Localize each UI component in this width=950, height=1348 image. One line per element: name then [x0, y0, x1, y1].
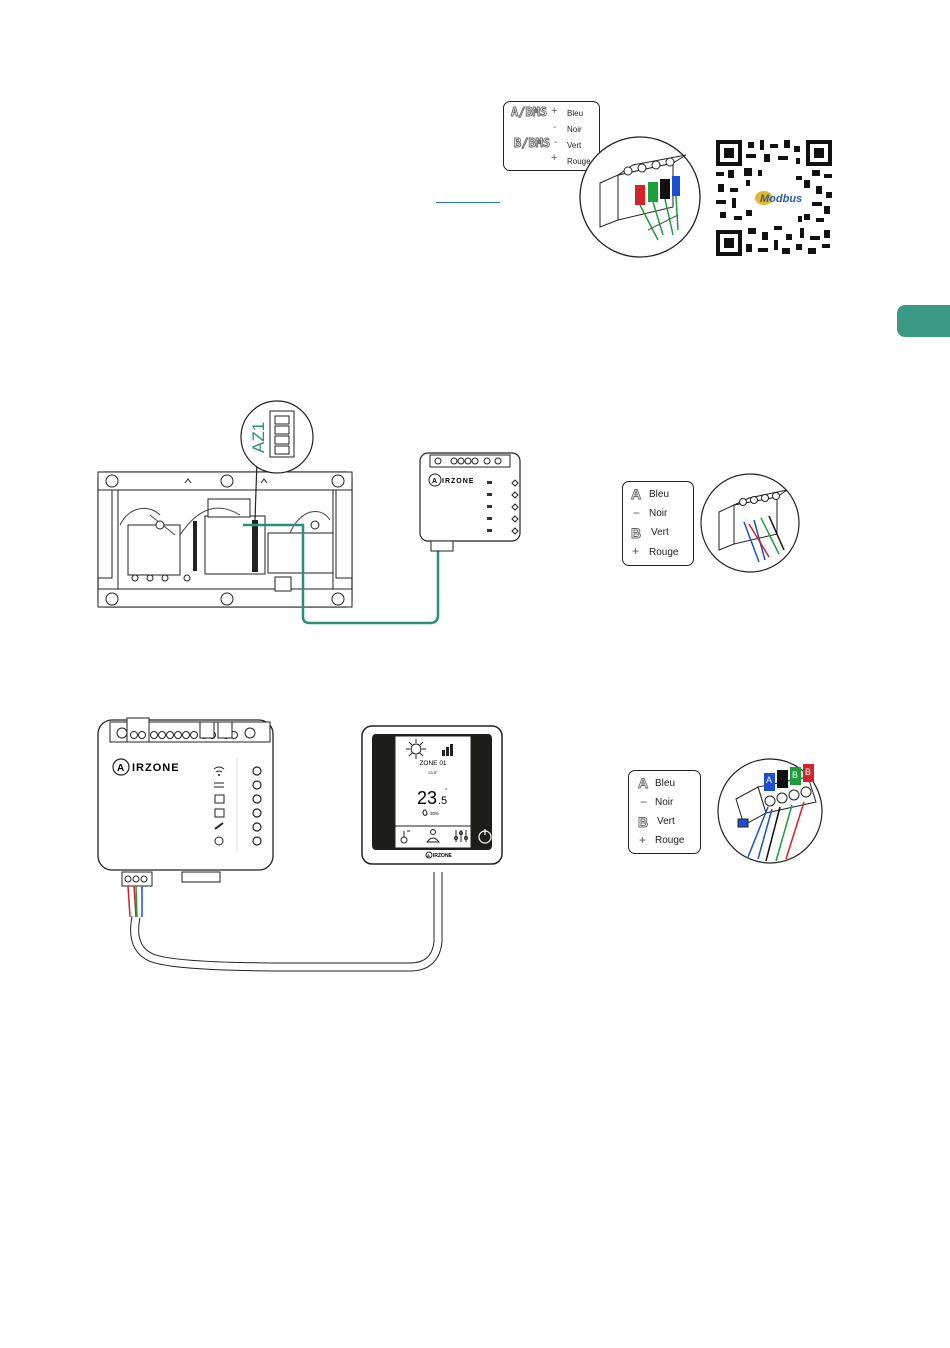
legend-top-label-2: Noir — [567, 125, 582, 134]
qr-code[interactable]: Modbus — [716, 140, 832, 256]
temp-decimal: .5 — [438, 795, 447, 807]
wiring-diagram-az1: AZ1 A IRZONE — [90, 395, 550, 635]
plus-sign: + — [551, 105, 557, 117]
thermostat-brand: IRZONE — [433, 853, 453, 859]
plus-sign-2: + — [551, 152, 557, 164]
link-underline[interactable] — [436, 202, 500, 203]
terminal-label-1: A — [766, 775, 772, 785]
legend-bottom-label-2: Noir — [655, 797, 673, 808]
symbol-plus: + — [632, 544, 639, 558]
symbol-minus-2: − — [640, 795, 647, 809]
legend-mid-label-1: Bleu — [649, 489, 669, 500]
symbol-minus: − — [633, 506, 640, 520]
qr-logo-text: Modbus — [760, 193, 802, 205]
gateway-2-brand: IRZONE — [132, 762, 180, 774]
section-tab[interactable] — [897, 305, 950, 337]
minus-sign-2: - — [554, 137, 557, 148]
connector-detail-bottom: A B B — [708, 757, 833, 867]
svg-text:A: A — [427, 853, 430, 858]
connector-detail-top — [578, 135, 702, 259]
terminal-label-3: B — [805, 767, 811, 777]
humidity-value: 30% — [430, 811, 439, 816]
wiring-diagram-thermostat: A IRZONE ZONE 01 23.5° 23 .5 ° 30% A IRZ… — [90, 712, 520, 977]
minus-sign: - — [553, 122, 556, 133]
symbol-b-2: B — [638, 814, 648, 830]
legend-mid: A Bleu − Noir B Vert + Rouge — [622, 481, 694, 566]
symbol-a: A — [631, 486, 641, 502]
legend-mid-label-2: Noir — [649, 508, 667, 519]
symbol-b: B — [631, 525, 641, 541]
sliders-icon[interactable] — [455, 830, 468, 842]
setpoint: 23.5° — [428, 770, 438, 775]
svg-text:A: A — [432, 478, 437, 485]
terminal-label-2: B — [792, 770, 798, 780]
temp-main: 23 — [417, 788, 437, 808]
legend-bottom-label-3: Vert — [657, 816, 675, 827]
temp-unit: ° — [445, 788, 447, 794]
legend-mid-label-3: Vert — [651, 527, 669, 538]
az1-label: AZ1 — [249, 422, 268, 453]
connector-detail-mid — [699, 472, 802, 575]
terminal-a-bms: A/BMS — [511, 105, 547, 119]
symbol-plus-2: + — [639, 833, 646, 847]
legend-bottom: A Bleu − Noir B Vert + Rouge — [628, 770, 701, 854]
zone-name: ZONE 01 — [419, 760, 446, 767]
svg-text:A: A — [117, 763, 124, 774]
symbol-a-2: A — [638, 775, 648, 791]
terminal-b-bms: B/BMS — [514, 136, 550, 150]
gateway-1-brand: IRZONE — [442, 478, 474, 485]
legend-bottom-label-1: Bleu — [655, 778, 675, 789]
legend-bottom-label-4: Rouge — [655, 835, 684, 846]
legend-mid-label-4: Rouge — [649, 547, 678, 558]
legend-top-label-1: Bleu — [567, 109, 583, 118]
